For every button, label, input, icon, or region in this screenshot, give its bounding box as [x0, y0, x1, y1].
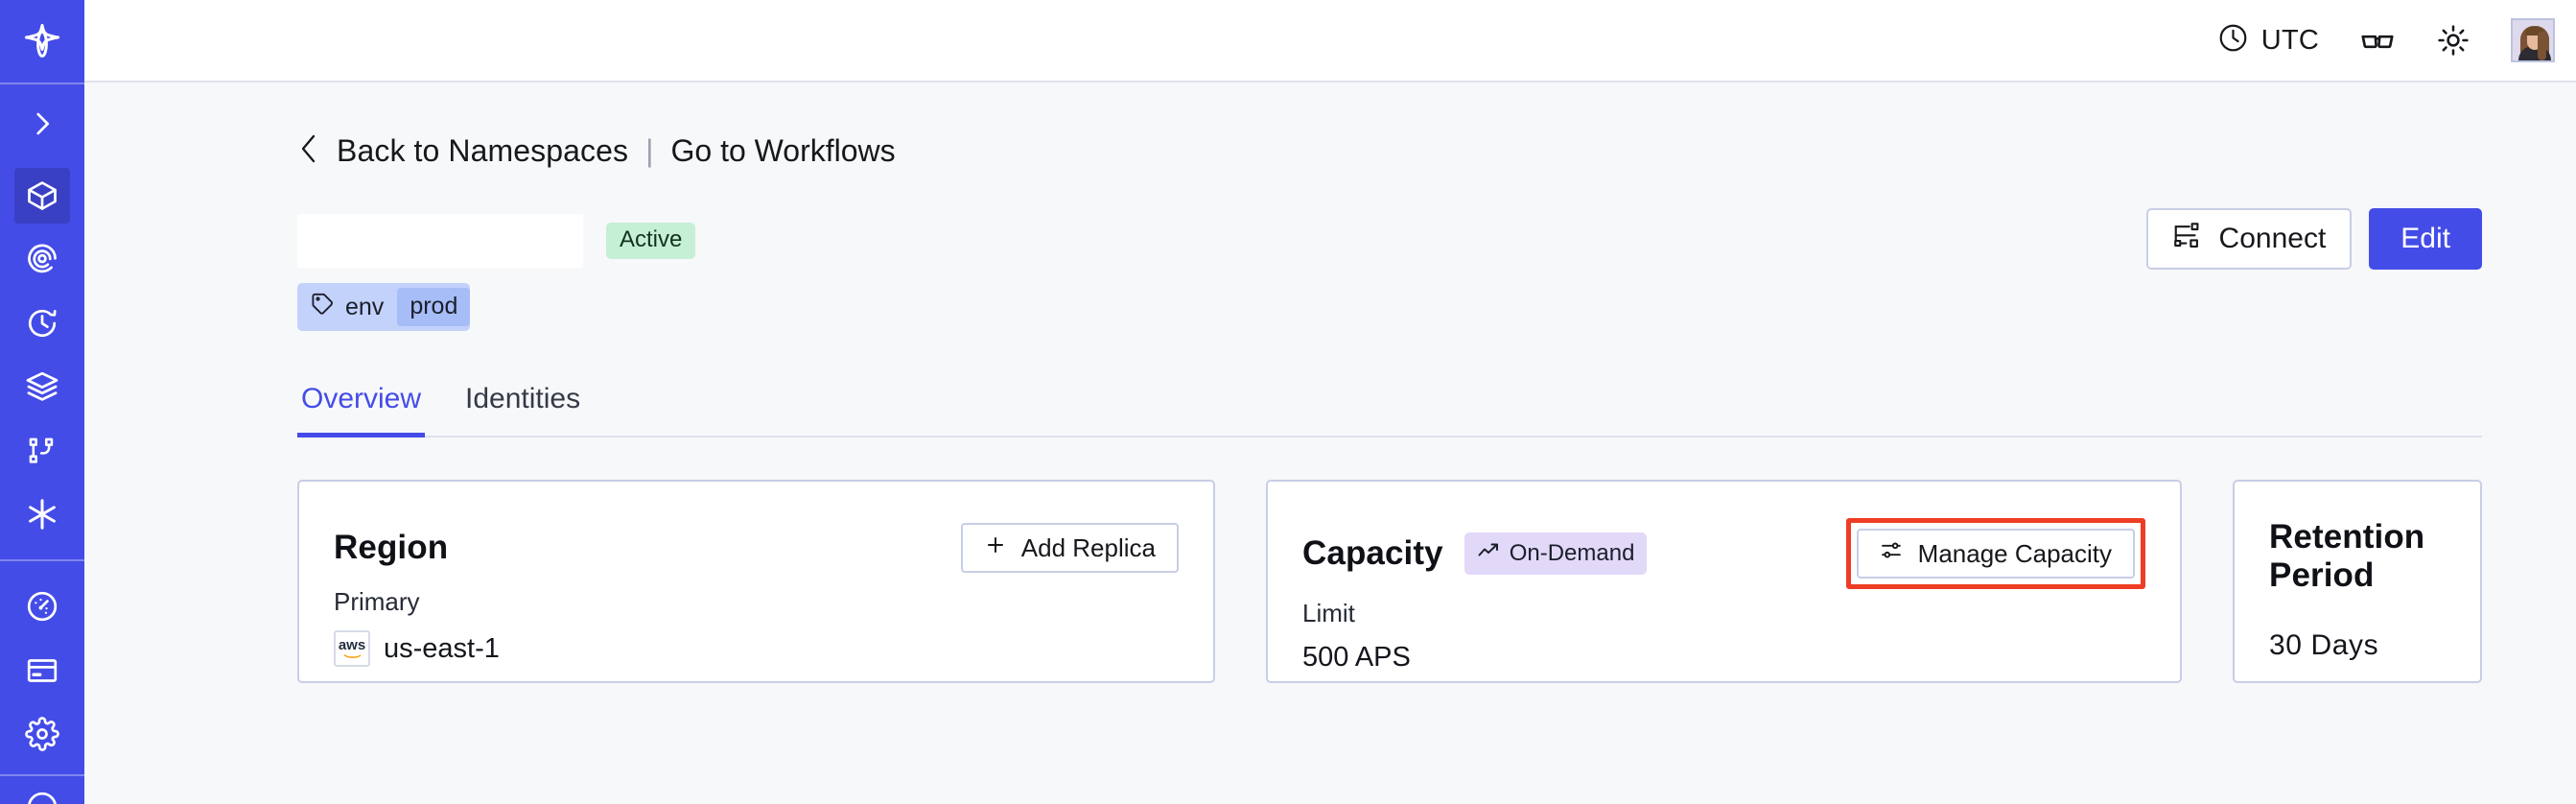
- capacity-card: Capacity On-Demand: [1266, 480, 2182, 683]
- overview-cards: Region Add Replica: [297, 480, 2482, 683]
- edit-button[interactable]: Edit: [2369, 208, 2482, 270]
- glasses-icon[interactable]: [2359, 22, 2396, 59]
- aws-logo-icon: aws: [334, 630, 370, 667]
- sidebar-item-billing[interactable]: [0, 639, 84, 703]
- retention-value: 30 Days: [2269, 629, 2379, 661]
- primary-sidebar: [0, 0, 84, 804]
- plus-icon: [984, 533, 1007, 563]
- region-primary-label: Primary: [334, 587, 420, 616]
- page-content: Back to Namespaces | Go to Workflows Act…: [84, 83, 2576, 804]
- avatar-hair-front: [2525, 27, 2544, 35]
- sidebar-divider-bottom: [0, 773, 84, 776]
- add-replica-label: Add Replica: [1020, 532, 1156, 562]
- sidebar-item-usage[interactable]: [0, 575, 84, 639]
- namespace-tabs: Overview Identities: [297, 381, 2482, 437]
- chevron-left-icon: [297, 132, 320, 170]
- breadcrumb-separator: |: [645, 133, 654, 168]
- avatar-hair-side: [2538, 32, 2546, 60]
- retention-card-header: Retention Period: [2269, 518, 2446, 595]
- retention-period-card: Retention Period 30 Days: [2233, 480, 2482, 683]
- main-column: UTC: [84, 0, 2576, 804]
- namespace-name-redacted: [297, 214, 583, 268]
- sun-icon[interactable]: [2436, 23, 2471, 58]
- capacity-limit-value: 500 APS: [1302, 642, 1411, 673]
- sidebar-item-settings[interactable]: [0, 702, 84, 767]
- sidebar-item-layers[interactable]: [0, 355, 84, 419]
- go-to-workflows-link[interactable]: Go to Workflows: [670, 133, 896, 168]
- git-branch-nodes-icon: [14, 423, 70, 479]
- sidebar-divider-middle: [0, 559, 84, 562]
- capacity-card-header: Capacity On-Demand: [1302, 518, 2145, 589]
- region-primary-value-row: aws us-east-1: [334, 630, 1179, 667]
- connect-button[interactable]: Connect: [2145, 208, 2353, 270]
- sidebar-item-workflows[interactable]: [0, 419, 84, 484]
- gauge-icon: [14, 579, 70, 634]
- region-card: Region Add Replica: [297, 480, 1215, 683]
- on-demand-badge: On-Demand: [1464, 532, 1648, 575]
- manage-capacity-label: Manage Capacity: [1917, 538, 2112, 568]
- sidebar-divider-top: [0, 83, 84, 85]
- clock-history-icon: [14, 296, 70, 351]
- credit-card-icon: [14, 643, 70, 698]
- tag-key: env: [345, 293, 385, 320]
- sidebar-item-observability[interactable]: [0, 227, 84, 292]
- region-primary-value: us-east-1: [384, 632, 500, 664]
- timezone-label: UTC: [2260, 24, 2319, 56]
- layers-stack-icon: [14, 359, 70, 414]
- region-card-title: Region: [334, 529, 449, 566]
- region-card-header: Region Add Replica: [334, 518, 1179, 578]
- namespace-title-row: Active Co: [297, 208, 2482, 270]
- connection-flow-icon: [2172, 221, 2201, 257]
- expand-sidebar-icon: [14, 96, 70, 152]
- manage-capacity-highlight-box: Manage Capacity: [1845, 518, 2145, 589]
- back-to-namespaces-label: Back to Namespaces: [337, 133, 629, 168]
- namespace-actions: Connect Edit: [2145, 208, 2482, 270]
- region-card-actions: Add Replica: [960, 523, 1179, 573]
- temporal-logo-icon[interactable]: [0, 0, 84, 83]
- sidebar-item-integrations[interactable]: [0, 483, 84, 547]
- connect-button-label: Connect: [2218, 223, 2327, 254]
- clock-icon: [2217, 22, 2249, 59]
- asterisk-icon: [14, 486, 70, 542]
- capacity-limit-label: Limit: [1302, 599, 1355, 627]
- on-demand-badge-label: On-Demand: [1509, 539, 1635, 566]
- top-bar: UTC: [84, 0, 2576, 83]
- top-bar-actions: UTC: [2217, 18, 2555, 62]
- tab-overview[interactable]: Overview: [297, 383, 426, 437]
- spiral-eye-icon: [14, 231, 70, 287]
- namespace-tags: env prod: [297, 283, 2482, 331]
- gear-icon: [14, 706, 70, 762]
- tag-value: prod: [397, 288, 471, 326]
- capacity-card-actions: Manage Capacity: [1845, 518, 2145, 589]
- sidebar-item-help[interactable]: [0, 776, 84, 804]
- tag-env-prod[interactable]: env prod: [297, 283, 471, 331]
- tab-identities[interactable]: Identities: [465, 383, 581, 414]
- add-replica-button[interactable]: Add Replica: [960, 523, 1179, 573]
- capacity-card-title: Capacity: [1302, 534, 1443, 572]
- sidebar-item-namespaces[interactable]: [0, 163, 84, 227]
- sidebar-item-history[interactable]: [0, 291, 84, 355]
- sidebar-item-expand-sidebar[interactable]: [0, 92, 84, 156]
- retention-card-title: Retention Period: [2269, 518, 2425, 594]
- manage-capacity-button[interactable]: Manage Capacity: [1856, 529, 2135, 579]
- timezone-selector[interactable]: UTC: [2217, 22, 2319, 59]
- status-badge: Active: [606, 223, 696, 259]
- trending-up-icon: [1477, 539, 1500, 567]
- tag-icon: [311, 292, 335, 322]
- aws-wordmark: aws: [338, 637, 366, 653]
- sliders-icon: [1880, 538, 1904, 569]
- breadcrumb: Back to Namespaces | Go to Workflows: [297, 132, 2482, 170]
- edit-button-label: Edit: [2400, 223, 2450, 254]
- namespaces-cube-icon: [14, 167, 70, 224]
- user-avatar[interactable]: [2511, 18, 2555, 62]
- back-to-namespaces-link[interactable]: Back to Namespaces: [297, 132, 628, 170]
